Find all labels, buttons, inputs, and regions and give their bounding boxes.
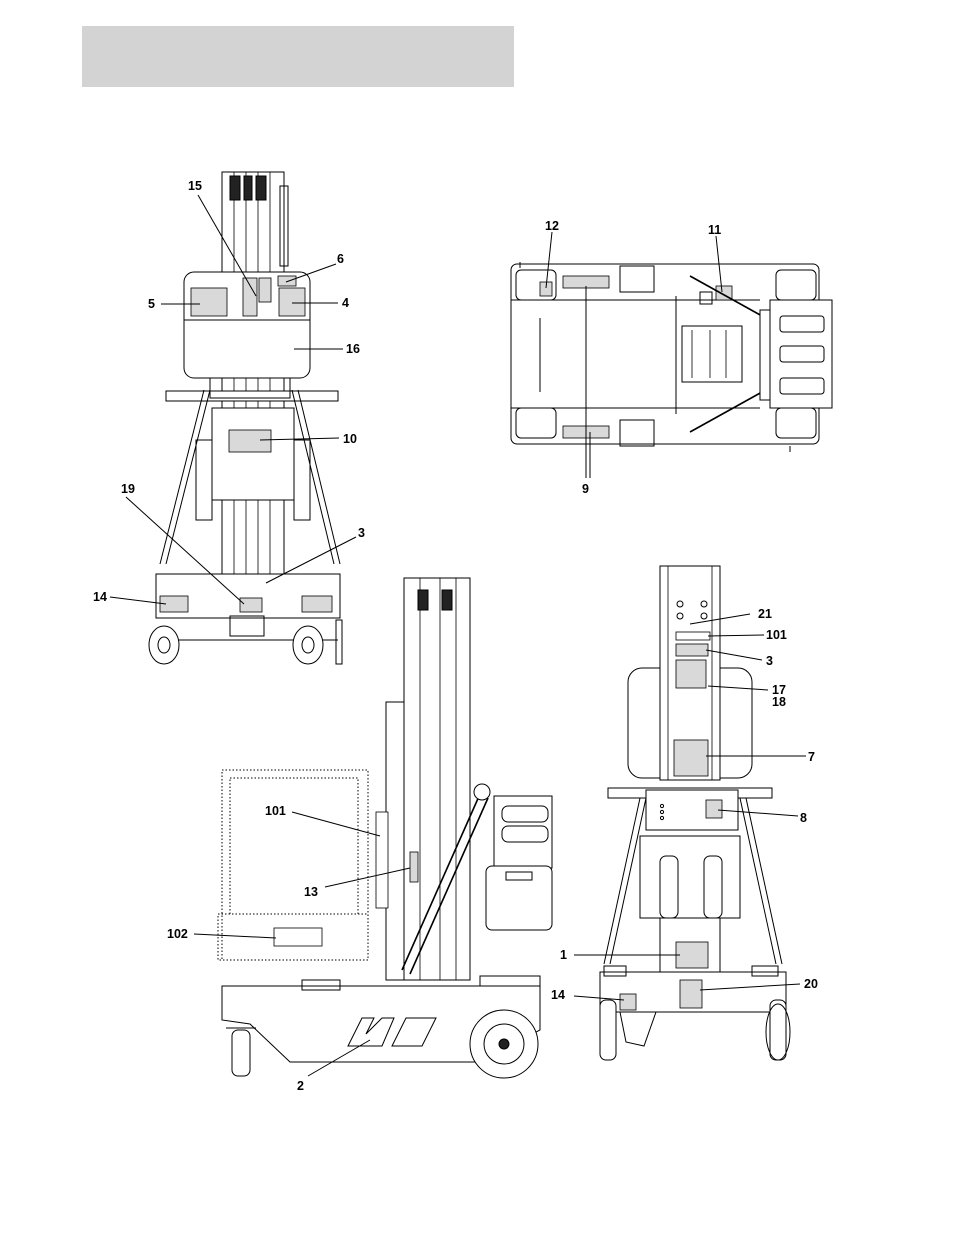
callout-7: 7 [808, 750, 815, 764]
callout-2: 2 [297, 1079, 304, 1093]
callout-21: 21 [758, 607, 772, 621]
callout-101-rear: 101 [766, 628, 787, 642]
callout-6: 6 [337, 252, 344, 266]
front-view: 15 6 5 4 16 10 19 3 14 [93, 172, 365, 664]
callout-3: 3 [358, 526, 365, 540]
callout-14-rear: 14 [551, 988, 565, 1002]
callout-1: 1 [560, 948, 567, 962]
callout-13: 13 [304, 885, 318, 899]
side-view: 101 13 102 2 [167, 578, 552, 1093]
rear-view: 21 101 3 17 18 7 8 1 14 20 [551, 566, 818, 1060]
callout-4: 4 [342, 296, 349, 310]
callout-10: 10 [343, 432, 357, 446]
callout-102: 102 [167, 927, 188, 941]
callout-11: 11 [708, 223, 721, 237]
callout-19: 19 [121, 482, 135, 496]
callout-12: 12 [545, 219, 559, 233]
callout-9: 9 [582, 482, 589, 496]
callout-3-rear: 3 [766, 654, 773, 668]
callout-20: 20 [804, 977, 818, 991]
callout-18: 18 [772, 695, 786, 709]
callout-16: 16 [346, 342, 360, 356]
callout-15: 15 [188, 179, 202, 193]
callout-8: 8 [800, 811, 807, 825]
callout-14: 14 [93, 590, 107, 604]
top-view: 12 11 9 [511, 219, 832, 496]
callout-101-side: 101 [265, 804, 286, 818]
callout-5: 5 [148, 297, 155, 311]
